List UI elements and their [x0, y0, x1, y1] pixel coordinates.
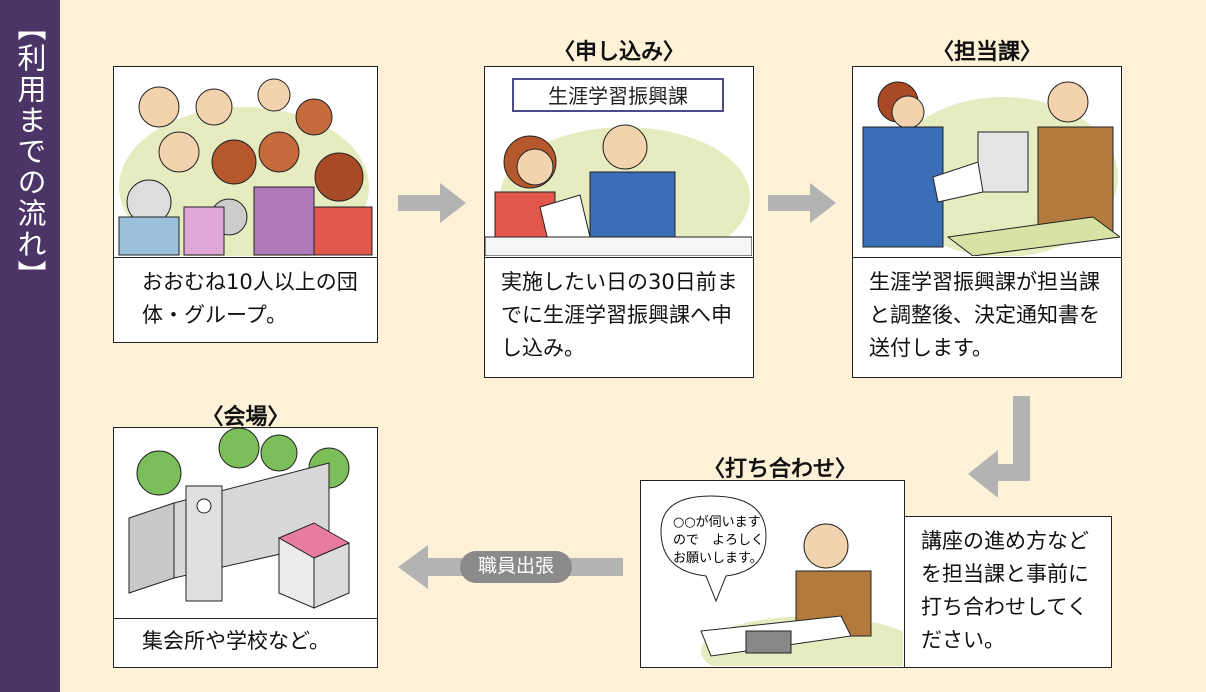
arrow-down-left-icon	[968, 396, 1038, 510]
apply-caption: 実施したい日の30日前までに生涯学習振興課へ申し込み。	[484, 257, 754, 378]
arrow-right-icon	[768, 183, 838, 227]
meeting-illustration: ○○が伺います ので よろしく お願いします。	[640, 480, 905, 668]
bubble-line: ので よろしく	[673, 533, 764, 548]
dept-caption: 生涯学習振興課が担当課と調整後、決定通知書を送付します。	[852, 257, 1122, 378]
bubble-line: ○○が伺います	[673, 515, 761, 530]
arrow-right-icon	[398, 183, 468, 227]
apply-illustration: 生涯学習振興課	[484, 66, 754, 258]
apply-heading: 〈申し込み〉	[552, 40, 685, 65]
section-title: 【利用までの流れ】	[13, 12, 47, 291]
venue-heading: 〈会場〉	[201, 405, 290, 430]
staff-visit-badge: 職員出張	[477, 555, 554, 577]
dept-illustration	[852, 66, 1122, 258]
group-illustration	[113, 66, 378, 258]
sidebar: 【利用までの流れ】	[0, 0, 60, 692]
arrow-left-icon	[398, 545, 623, 593]
speech-bubble: ○○が伺います ので よろしく お願いします。	[673, 515, 768, 566]
meeting-caption: 講座の進め方などを担当課と事前に打ち合わせしてください。	[904, 516, 1112, 668]
department-sign: 生涯学習振興課	[548, 84, 688, 108]
venue-illustration	[113, 427, 378, 619]
meeting-heading: 〈打ち合わせ〉	[702, 457, 857, 482]
bubble-line: お願いします。	[673, 551, 763, 566]
dept-heading: 〈担当課〉	[931, 40, 1042, 65]
group-caption: おおむね10人以上の団体・グループ。	[113, 257, 378, 343]
venue-caption: 集会所や学校など。	[113, 618, 378, 668]
